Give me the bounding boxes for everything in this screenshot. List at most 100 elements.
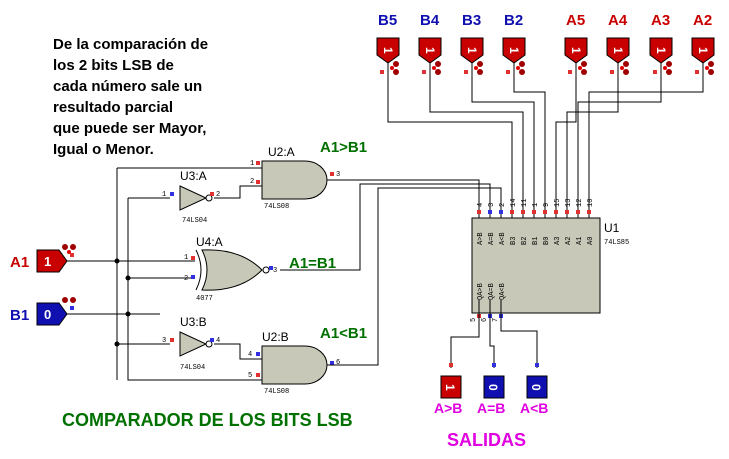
note-line-5: que puede ser Mayor, [53,120,206,137]
svg-text:11: 11 [521,199,529,207]
svg-text:3: 3 [488,203,496,207]
top-input-state-box[interactable] [649,37,673,64]
svg-text:7: 7 [492,318,500,322]
note-line-3: cada número sale un [53,78,202,95]
signal-eq: A1=B1 [289,255,336,272]
bus-wire [387,63,513,205]
top-input-b4[interactable]: B41 [418,12,442,75]
top-input-b2[interactable]: B2 1 [502,12,526,75]
svg-text:A3: A3 [554,237,562,245]
u2b-part: 74LS08 [264,388,289,396]
svg-text:4: 4 [216,337,220,345]
output-probe-gt: 1 [440,363,462,399]
u2a-part: 74LS08 [264,203,289,211]
a1-state-box[interactable] [36,249,68,273]
top-input-value: 1 [423,47,437,54]
top-input-value: 1 [611,47,625,54]
svg-text:A2: A2 [565,237,573,245]
gate-u2b: U2:B 74LS08 4 5 6 [248,330,340,396]
svg-text:2: 2 [250,178,254,186]
output-probe-value: 0 [486,384,500,391]
svg-text:2: 2 [499,203,507,207]
output-probe-eq: 0 [483,363,505,399]
bus-wire [471,63,535,205]
input-network [67,167,262,381]
top-input-label: A3 [651,12,670,29]
note-line-4: resultado parcial [53,99,173,116]
gate-u3b: U3:B 74LS04 3 4 [162,315,220,372]
svg-text:14: 14 [510,199,518,207]
top-input-state-box[interactable] [460,37,484,64]
output-probe-box [483,375,505,399]
top-input-state-box[interactable] [502,37,526,64]
top-input-a5[interactable]: A51 [564,12,588,75]
svg-text:3: 3 [162,337,166,345]
output-probe-value: 1 [443,384,457,391]
top-input-value: 1 [654,47,668,54]
u1-pin-2: 2A<B [499,203,507,245]
output-wires [450,313,538,368]
input-b1[interactable]: B1 0 [10,297,76,326]
explanation-note: De la comparación de los 2 bits LSB de c… [53,36,208,158]
top-input-label: A2 [693,12,712,29]
svg-text:A1: A1 [576,237,584,245]
b1-value: 0 [44,307,51,322]
top-input-a2[interactable]: A21 [691,12,715,75]
top-input-label: B5 [378,12,397,29]
input-a1[interactable]: A1 1 [10,244,76,273]
svg-text:5: 5 [248,372,252,380]
bus-wire [577,63,662,205]
svg-text:9: 9 [543,203,551,207]
gate-u4a: U4:A 4077 1 2 3 [184,235,277,303]
svg-text:B2: B2 [521,237,529,245]
svg-text:QA=B: QA=B [488,283,496,300]
svg-text:4: 4 [248,351,252,359]
signal-gt: A1>B1 [320,139,367,156]
svg-text:1: 1 [250,160,254,168]
note-line-6: Igual o Menor. [53,141,154,158]
svg-text:4: 4 [477,203,485,207]
u2a-ref: U2:A [268,145,295,159]
top-input-state-box[interactable] [564,37,588,64]
top-input-state-box[interactable] [376,37,400,64]
b1-state-box[interactable] [36,302,68,326]
svg-text:A=B: A=B [488,232,496,245]
note-line-1: De la comparación de [53,36,208,53]
svg-text:B3: B3 [510,237,518,245]
gate-u3a: U3:A 74LS04 1 2 [162,169,220,225]
output-probe-box [440,375,462,399]
top-input-state-box[interactable] [691,37,715,64]
top-input-a4[interactable]: A4 1 [606,12,630,75]
svg-text:A>B: A>B [477,232,485,245]
u1-pin-4: 4A>B [477,203,485,245]
svg-text:1: 1 [162,191,166,199]
top-input-a3[interactable]: A3 1 [649,12,673,75]
u3a-ref: U3:A [180,169,207,183]
a1-value: 1 [44,254,51,269]
u1-pin-9: 9B0 [543,203,551,245]
top-input-state-box[interactable] [606,37,630,64]
top-input-state-box[interactable] [418,37,442,64]
top-input-value: 1 [381,47,395,54]
note-line-2: los 2 bits LSB de [53,57,174,74]
u4a-part: 4077 [196,295,213,303]
u1-body [471,217,601,314]
bus-wire [555,63,577,205]
top-input-label: A4 [608,12,628,29]
top-input-value: 1 [507,47,521,54]
signal-lt: A1<B1 [320,325,367,342]
u3a-part: 74LS04 [182,217,207,225]
top-input-label: B2 [504,12,523,29]
svg-text:1: 1 [532,203,540,207]
cascade-wires [280,179,502,366]
top-input-b5[interactable]: B5 1 [376,12,400,75]
salidas-label: SALIDAS [447,430,526,450]
svg-text:2: 2 [216,191,220,199]
top-input-b3[interactable]: B31 [460,12,484,75]
